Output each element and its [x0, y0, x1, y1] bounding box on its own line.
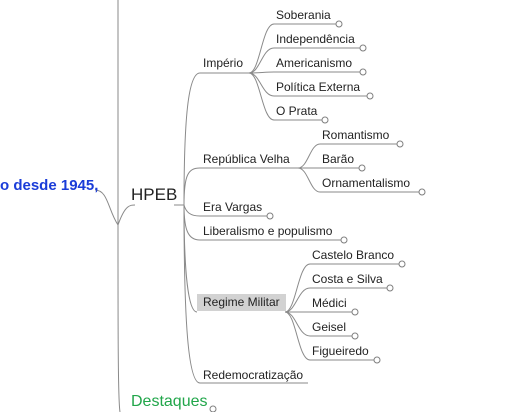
destaques-topic[interactable]: Destaques	[131, 393, 208, 410]
topic-regime-militar-selected[interactable]: Regime Militar	[197, 294, 286, 311]
topic-americanismo[interactable]: Americanismo	[276, 56, 353, 70]
topic-romantismo[interactable]: Romantismo	[322, 128, 390, 142]
topic-figueiredo[interactable]: Figueiredo	[312, 344, 369, 358]
topic-redemocratizacao[interactable]: Redemocratização	[203, 368, 304, 382]
topic-castelo-branco[interactable]: Castelo Branco	[312, 248, 395, 262]
topic-politica-externa[interactable]: Política Externa	[276, 80, 361, 94]
hpeb-topic[interactable]: HPEB	[131, 185, 178, 204]
topic-era-vargas[interactable]: Era Vargas	[203, 200, 263, 214]
topic-medici[interactable]: Médici	[312, 296, 347, 310]
topic-independencia[interactable]: Independência	[276, 32, 355, 46]
topic-imperio[interactable]: Império	[203, 56, 244, 70]
topic-liberalismo-populismo[interactable]: Liberalismo e populismo	[203, 224, 333, 238]
topic-o-prata[interactable]: O Prata	[276, 104, 318, 118]
topic-costa-e-silva[interactable]: Costa e Silva	[312, 272, 383, 286]
topic-ornamentalismo[interactable]: Ornamentalismo	[322, 176, 411, 190]
topic-soberania[interactable]: Soberania	[276, 8, 331, 22]
root-topic-label[interactable]: o desde 1945,	[0, 177, 99, 194]
topic-geisel[interactable]: Geisel	[312, 320, 347, 334]
topic-republica-velha[interactable]: República Velha	[203, 152, 290, 166]
topic-barao[interactable]: Barão	[322, 152, 355, 166]
